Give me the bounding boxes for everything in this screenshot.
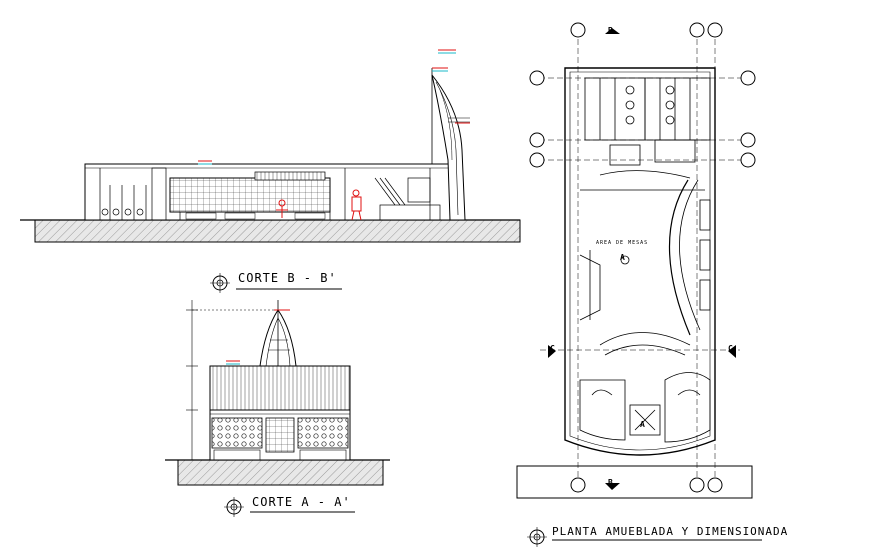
plan-title: PLANTA AMUEBLADA Y DIMENSIONADA [552, 525, 789, 538]
axis-label-top: B [608, 26, 614, 35]
plan-room-label: AREA DE MESAS [596, 240, 649, 246]
axis-label-center: A [640, 420, 646, 429]
axis-label-right: C [728, 344, 734, 353]
section-b-marker [210, 273, 342, 293]
section-a-drawing [165, 300, 390, 486]
section-a-title: CORTE A - A' [252, 495, 351, 509]
floor-plan [516, 22, 756, 499]
section-b-title: CORTE B - B' [238, 271, 337, 285]
level-marker [198, 49, 470, 165]
section-b-drawing [20, 49, 521, 243]
axis-label-left: C [550, 344, 556, 353]
axis-label-room: A [620, 253, 626, 262]
plan-title-marker [527, 527, 762, 547]
axis-label-bottom: B [608, 478, 614, 487]
section-a-marker [224, 497, 355, 517]
